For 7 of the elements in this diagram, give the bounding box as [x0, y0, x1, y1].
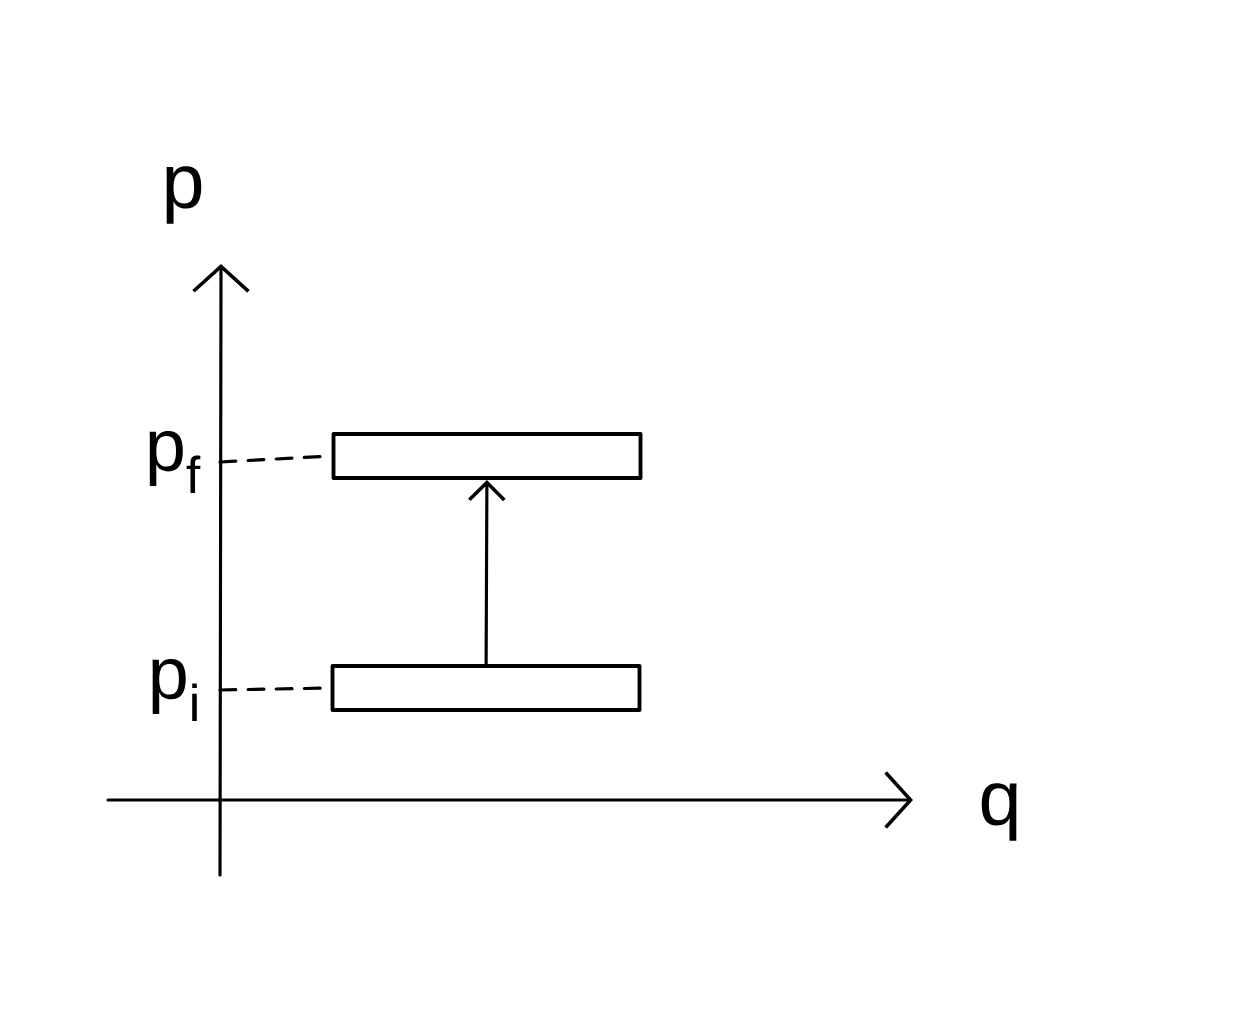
axis-label: p$_{i}$: [152, 658, 197, 721]
level-bar: [331, 432, 643, 480]
axis-label: p$_{f}$: [149, 430, 201, 493]
axis-label: p: [166, 166, 202, 224]
arrow: [468, 479, 506, 666]
axis-label: q: [981, 783, 1017, 841]
level-bar: [330, 664, 642, 712]
